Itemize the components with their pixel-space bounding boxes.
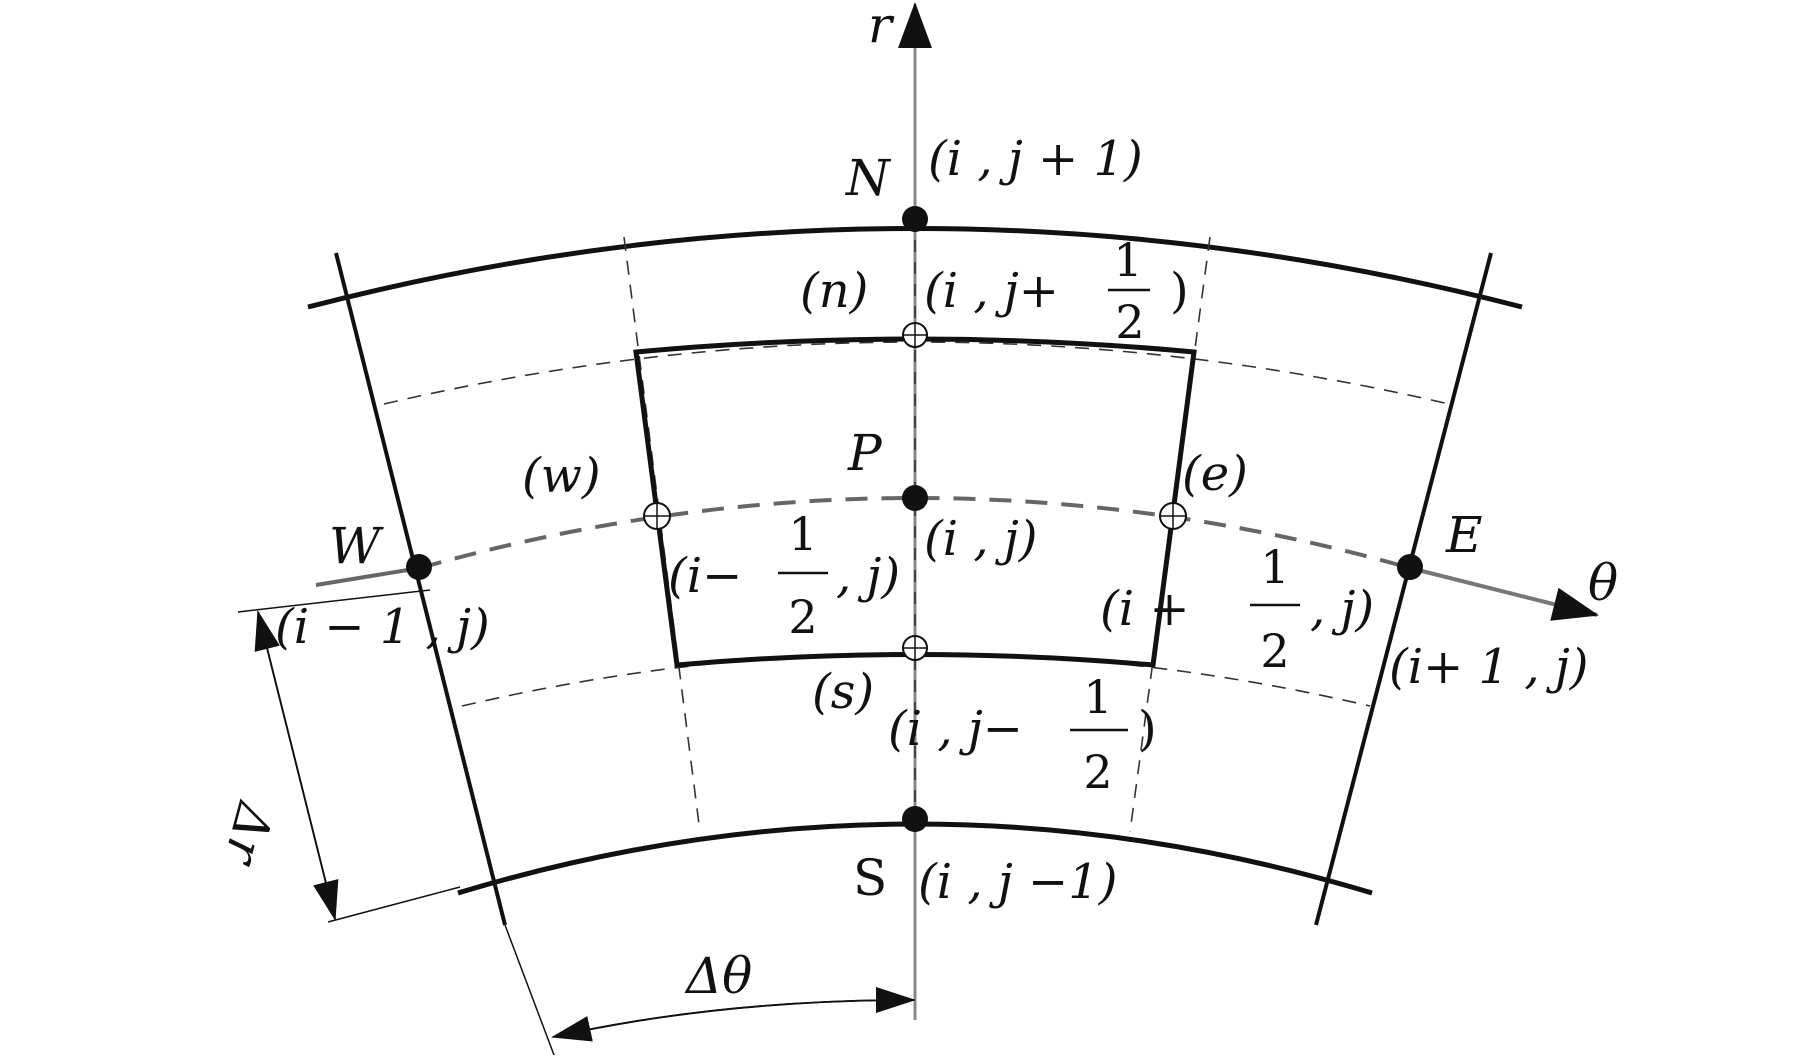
face-e-den: 2 — [1260, 624, 1289, 678]
node-p-letter: P — [847, 424, 883, 482]
theta-axis-arc — [419, 496, 1411, 570]
face-w-den: 2 — [788, 590, 817, 644]
face-w-index-post: , j) — [836, 548, 900, 604]
face-point-n — [902, 322, 928, 348]
node-s-index: (i , j −1) — [918, 854, 1117, 910]
theta-axis-left-tail — [315, 566, 421, 587]
face-e-num: 1 — [1260, 540, 1289, 594]
node-s-letter: S — [853, 849, 887, 907]
dr-label: Δr — [212, 795, 285, 873]
node-west — [406, 554, 432, 580]
face-w-num: 1 — [788, 507, 817, 561]
node-n-letter: N — [845, 149, 892, 207]
face-e-index-post: , j) — [1310, 581, 1374, 637]
face-s-den: 2 — [1083, 745, 1112, 799]
node-w-letter: W — [329, 517, 384, 575]
face-n-index-post: ) — [1170, 263, 1189, 319]
radial-line-east — [1314, 252, 1493, 926]
node-east — [1397, 554, 1423, 580]
node-w-index: (i − 1 , j) — [275, 599, 490, 655]
face-s-letter: (s) — [812, 664, 874, 720]
control-volume — [633, 336, 1197, 668]
theta-axis-arrow — [1409, 566, 1599, 621]
node-north — [902, 206, 928, 232]
face-w-letter: (w) — [522, 448, 601, 504]
node-south — [902, 806, 928, 832]
dtheta-dimension-arc — [552, 987, 916, 1038]
face-s-num: 1 — [1083, 670, 1112, 724]
r-axis-label: r — [868, 0, 895, 54]
radial-line-west — [334, 252, 507, 926]
face-n-num: 1 — [1113, 233, 1142, 287]
face-n-letter: (n) — [800, 263, 868, 319]
node-n-index: (i , j + 1) — [928, 131, 1143, 187]
dtheta-label: Δθ — [684, 947, 752, 1005]
face-e-letter: (e) — [1182, 446, 1248, 502]
dim-extension-west — [504, 924, 555, 1056]
face-w-index-pre: (i− — [668, 548, 742, 604]
node-p-index: (i , j) — [924, 511, 1037, 567]
dtheta-dimension-arc-2 — [551, 999, 915, 1042]
face-point-w — [643, 502, 671, 530]
node-e-index: (i+ 1 , j) — [1389, 639, 1588, 695]
dr-extension-bottom — [327, 886, 461, 923]
face-point-s — [902, 635, 928, 661]
face-n-den: 2 — [1115, 295, 1144, 349]
face-point-e — [1159, 502, 1187, 530]
face-s-index-pre: (i , j− — [888, 701, 1023, 757]
face-e-index-pre: (i + — [1100, 581, 1190, 637]
dr-extension-top — [237, 589, 431, 613]
node-e-letter: E — [1445, 506, 1483, 564]
node-p — [902, 485, 928, 511]
face-n-index-pre: (i , j+ — [924, 263, 1059, 319]
dr-dimension-line-2 — [257, 611, 339, 921]
face-s-index-post: ) — [1138, 701, 1157, 757]
theta-axis-label: θ — [1588, 554, 1618, 612]
